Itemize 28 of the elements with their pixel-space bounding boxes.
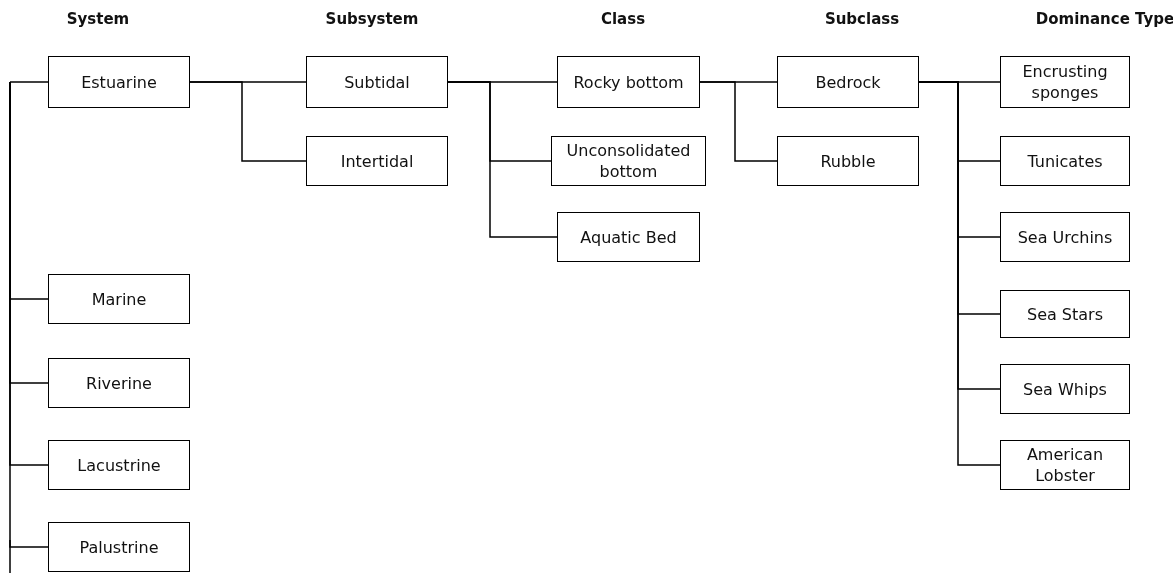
- column-heading: Subsystem: [325, 10, 419, 28]
- category-box: Estuarine: [48, 56, 190, 108]
- category-box: Unconsolidated bottom: [551, 136, 706, 186]
- category-box: Subtidal: [306, 56, 448, 108]
- column-heading: System: [66, 10, 130, 28]
- category-box: Lacustrine: [48, 440, 190, 490]
- category-box: Rocky bottom: [557, 56, 700, 108]
- connector-line: [9, 81, 49, 83]
- connector-line: [189, 81, 307, 162]
- category-box: Aquatic Bed: [557, 212, 700, 262]
- category-box: American Lobster: [1000, 440, 1130, 490]
- category-box: Intertidal: [306, 136, 448, 186]
- category-box: Tunicates: [1000, 136, 1130, 186]
- category-box: Riverine: [48, 358, 190, 408]
- connector-line: [699, 81, 778, 162]
- category-box: Encrusting sponges: [1000, 56, 1130, 108]
- category-box: Rubble: [777, 136, 919, 186]
- category-box: Sea Stars: [1000, 290, 1130, 338]
- connector-line: [447, 81, 558, 238]
- category-box: Bedrock: [777, 56, 919, 108]
- category-box: Sea Urchins: [1000, 212, 1130, 262]
- category-box: Sea Whips: [1000, 364, 1130, 414]
- column-heading: Subclass: [824, 10, 900, 28]
- category-box: Palustrine: [48, 522, 190, 572]
- category-box: Marine: [48, 274, 190, 324]
- column-heading: Dominance Type: [1035, 10, 1173, 28]
- connector-line: [9, 81, 49, 548]
- column-heading: Class: [600, 10, 646, 28]
